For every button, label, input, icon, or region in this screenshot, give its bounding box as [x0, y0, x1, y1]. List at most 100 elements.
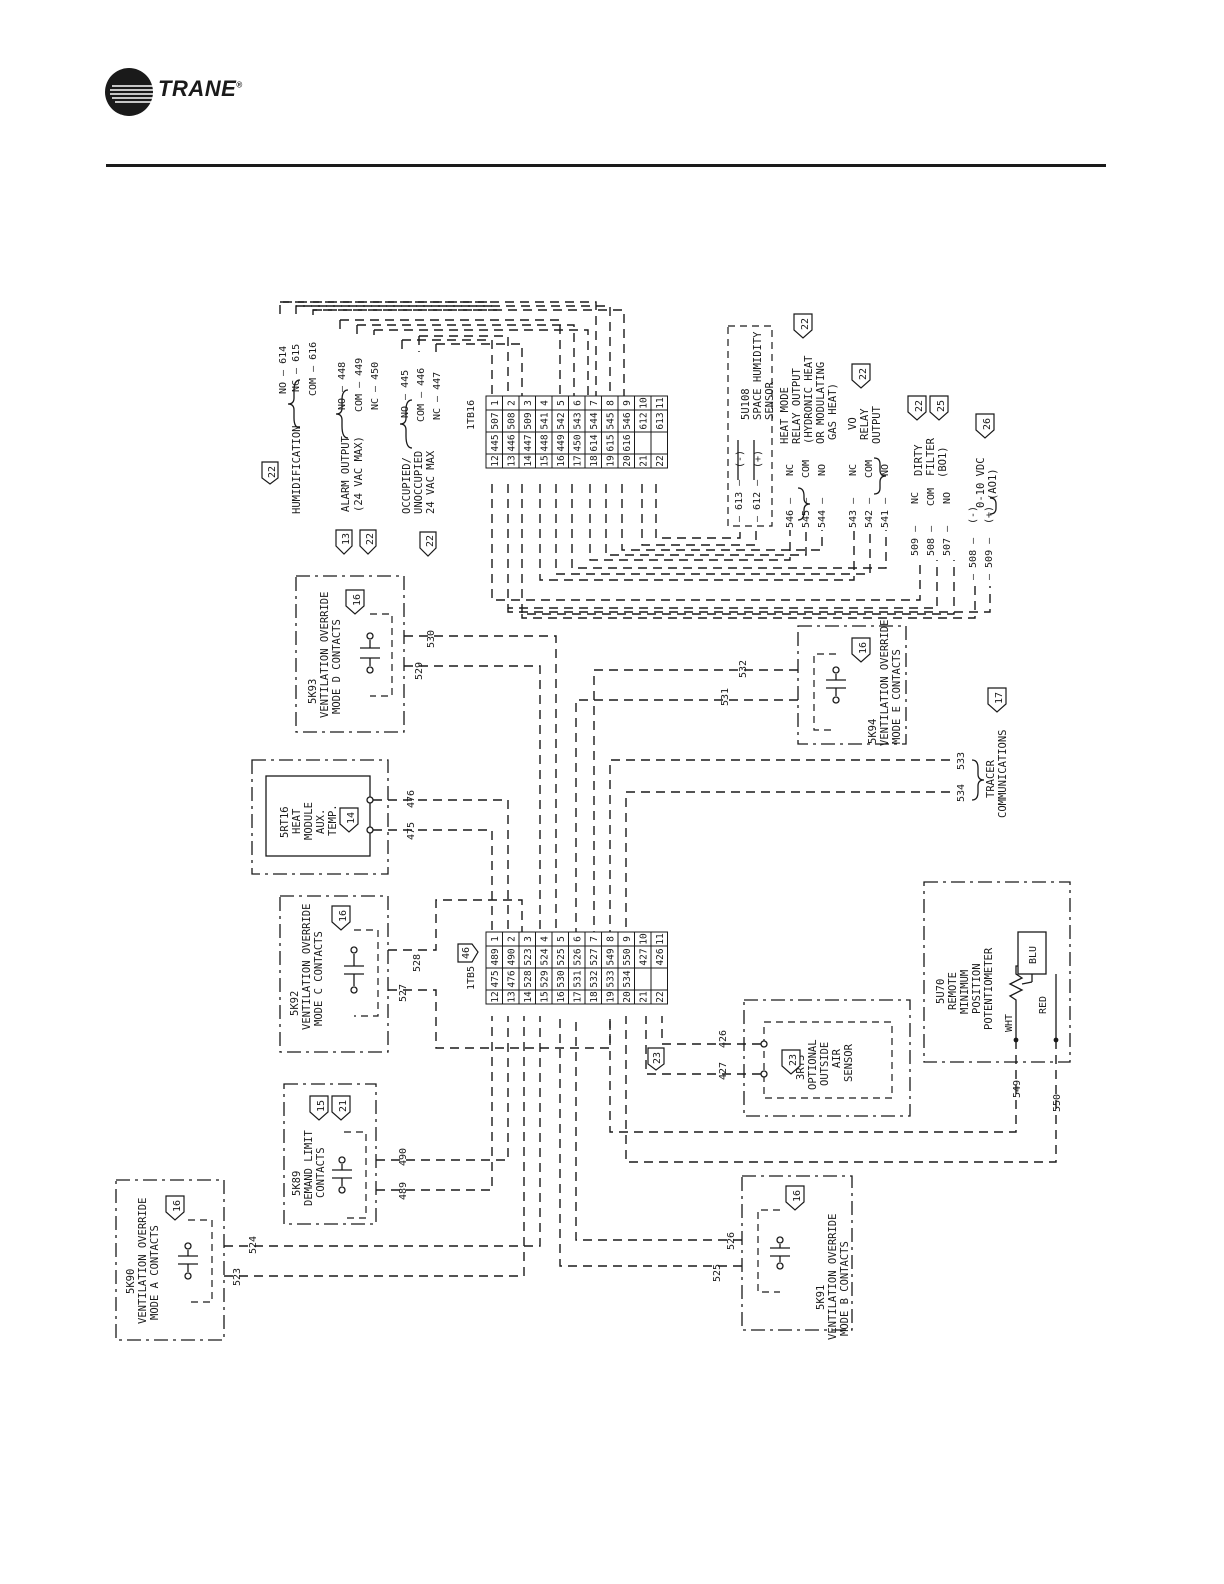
tb16-label: 508 — [506, 412, 517, 429]
tb5-label: 531 — [572, 970, 583, 987]
svg-text:524: 524 — [248, 1236, 259, 1254]
tb16-label: 613 — [655, 412, 666, 429]
svg-text:476: 476 — [406, 790, 417, 808]
tb5-label: 529 — [539, 970, 550, 987]
svg-text:534: 534 — [956, 784, 967, 802]
svg-text:VENTILATION OVERRIDE: VENTILATION OVERRIDE — [319, 592, 331, 718]
svg-text:NO — 614: NO — 614 — [278, 346, 289, 394]
tb16-label: 12 — [490, 455, 501, 466]
svg-text:5RT16: 5RT16 — [279, 806, 291, 838]
tb5-label: 526 — [572, 948, 583, 965]
svg-text:MODE D CONTACTS: MODE D CONTACTS — [331, 619, 343, 714]
tb5-label: 5 — [556, 936, 567, 942]
svg-text:5K91: 5K91 — [815, 1285, 827, 1310]
svg-text:16: 16 — [172, 1200, 183, 1212]
svg-text:(BO1): (BO1) — [937, 446, 949, 478]
svg-text:COMMUNICATIONS: COMMUNICATIONS — [997, 729, 1009, 818]
tb16-label: 2 — [506, 400, 517, 406]
svg-text:SENSOR: SENSOR — [764, 381, 776, 420]
device-5k91-mode-b: 5K91 VENTILATION OVERRIDE MODE B CONTACT… — [559, 1016, 853, 1340]
svg-text:541 —: 541 — — [880, 497, 891, 528]
svg-text:(AO1): (AO1) — [987, 468, 999, 500]
svg-text:— 508 —: — 508 — — [968, 537, 979, 580]
svg-text:25: 25 — [936, 400, 947, 412]
tb5-cell — [650, 967, 668, 991]
occupied-unoccupied-group: OCCUPIED/ UNOCCUPIED 24 VAC MAX 22 NO — … — [399, 368, 443, 557]
svg-text:UNOCCUPIED: UNOCCUPIED — [413, 451, 425, 514]
svg-text:545 —: 545 — — [801, 497, 812, 528]
tb16-label: 9 — [622, 400, 633, 406]
tb5-label: 10 — [638, 933, 649, 945]
vo-relay-output: 22 VO RELAY OUTPUT NC COM NO 543 — 542 —… — [847, 363, 891, 528]
tb5-label: 489 — [490, 948, 501, 965]
tb5-label: 14 — [523, 991, 534, 1003]
tb5-label: 3 — [523, 936, 534, 942]
tb5-label: 530 — [556, 970, 567, 987]
svg-text:MODULE: MODULE — [303, 802, 315, 840]
tb5-label: 8 — [605, 936, 616, 942]
svg-text:CONTACTS: CONTACTS — [315, 1147, 327, 1198]
tb5-label: 22 — [655, 991, 666, 1002]
tb16-label: 615 — [605, 434, 616, 451]
svg-text:NO — 448: NO — 448 — [337, 362, 348, 410]
tb16-label: 448 — [539, 434, 550, 451]
header-divider — [106, 164, 1106, 167]
svg-text:5K90: 5K90 — [125, 1269, 137, 1294]
svg-text:VO: VO — [847, 417, 859, 430]
svg-text:DIRTY: DIRTY — [913, 444, 925, 476]
tb16-label: 6 — [572, 400, 583, 406]
device-5k90-mode-a: 5K90 VENTILATION OVERRIDE MODE A CONTACT… — [115, 1016, 541, 1341]
svg-text:SENSOR: SENSOR — [843, 1043, 855, 1082]
svg-text:16: 16 — [338, 910, 349, 922]
tb16-cell — [650, 453, 668, 469]
tb16-label: 11 — [655, 397, 666, 409]
svg-text:5K93: 5K93 — [307, 679, 319, 704]
svg-text:21: 21 — [338, 1100, 349, 1112]
svg-text:BLU: BLU — [1028, 946, 1039, 964]
svg-text:532: 532 — [738, 660, 749, 678]
svg-text:23: 23 — [652, 1052, 663, 1064]
svg-text:426: 426 — [718, 1030, 729, 1048]
svg-text:529: 529 — [414, 662, 425, 680]
tb16-label: 542 — [556, 412, 567, 429]
tb5-label: 21 — [638, 991, 649, 1003]
trane-logo-icon — [105, 68, 164, 116]
svg-text:OUTPUT: OUTPUT — [871, 405, 883, 444]
svg-text:NO: NO — [942, 492, 953, 504]
tb16-label: 5 — [556, 400, 567, 406]
svg-text:DEMAND LIMIT: DEMAND LIMIT — [303, 1129, 315, 1206]
svg-text:475: 475 — [406, 822, 417, 840]
svg-text:NC: NC — [785, 464, 796, 476]
tb16-label: 4 — [539, 400, 550, 406]
tb16-name: 1TB16 — [466, 400, 477, 430]
tb5-name: 1TB5 — [466, 966, 477, 990]
svg-text:HEAT MODE: HEAT MODE — [779, 387, 791, 444]
tb16-label: 616 — [622, 434, 633, 451]
svg-text:TEMP.: TEMP. — [327, 804, 339, 836]
tb5-label: 19 — [605, 991, 616, 1003]
tb16-label: 7 — [589, 400, 600, 406]
svg-text:530: 530 — [426, 630, 437, 648]
tb5-label: 11 — [655, 933, 666, 945]
svg-text:16: 16 — [792, 1190, 803, 1202]
svg-text:HUMIDIFICATION: HUMIDIFICATION — [291, 425, 303, 514]
tb16-label: 22 — [655, 455, 666, 466]
alarm-output-group: ALARM OUTPUT (24 VAC MAX) 13 22 NO — 448… — [335, 358, 381, 555]
svg-text:508 —: 508 — — [926, 525, 937, 556]
svg-text:ALARM OUTPUT: ALARM OUTPUT — [340, 435, 352, 512]
tb5-label: 475 — [490, 970, 501, 987]
svg-text:22: 22 — [267, 466, 278, 478]
page-header: TRANE® — [0, 0, 1224, 180]
svg-text:543 —: 543 — — [848, 497, 859, 528]
tb5-label: 13 — [506, 991, 517, 1002]
svg-text:5K92: 5K92 — [289, 991, 301, 1016]
tb5-label: 533 — [605, 970, 616, 987]
svg-text:22: 22 — [858, 368, 869, 380]
svg-text:COM — 449: COM — 449 — [354, 358, 365, 412]
tb16-label: 543 — [572, 412, 583, 429]
svg-text:15: 15 — [316, 1100, 327, 1112]
svg-text:NC — 447: NC — 447 — [432, 372, 443, 420]
svg-text:533: 533 — [956, 752, 967, 770]
tb5-label: 18 — [589, 991, 600, 1003]
